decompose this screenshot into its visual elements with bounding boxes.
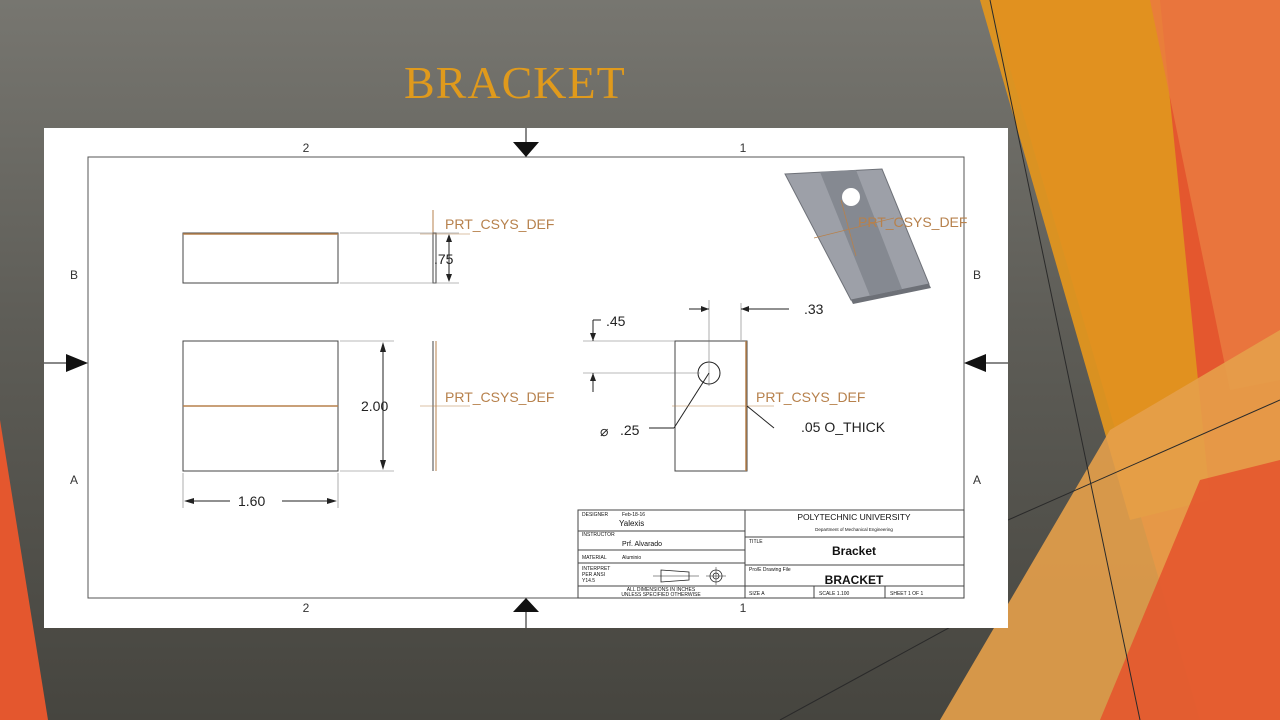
right-gold-shape — [980, 0, 1210, 520]
dim-arrow — [184, 498, 194, 504]
zone-label-top-2: 2 — [303, 141, 310, 155]
left-orange-shape — [0, 420, 48, 720]
title-value: Bracket — [832, 544, 876, 558]
title-label: TITLE — [749, 539, 763, 545]
right-light-orange-shape — [1150, 0, 1280, 390]
iso-view: PRT_CSYS_DEF — [784, 168, 967, 304]
dim-arrow — [590, 373, 596, 381]
interpret-line3: Y14.5 — [582, 578, 595, 584]
zone-label-left-b: B — [70, 268, 78, 282]
slide-title: BRACKET — [404, 57, 626, 108]
dim-hole-offset-right: .33 — [804, 301, 824, 317]
zone-label-right-a: A — [973, 473, 981, 487]
csys-label-iso: PRT_CSYS_DEF — [858, 214, 967, 230]
instructor-name: Prf. Alvarado — [622, 541, 662, 548]
zone-label-top-1: 1 — [740, 141, 747, 155]
dim-hole-diameter: .25 — [620, 422, 640, 438]
engineering-drawing: 2 1 2 1 B A B A .75 PRT_CSYS_DEF 2.00 1.… — [44, 128, 1008, 628]
csys-label-right: PRT_CSYS_DEF — [756, 389, 865, 405]
designer-date: Feb-18-16 — [622, 512, 645, 518]
department-name: Department of Mechanical Engineering — [815, 527, 893, 532]
interpret-line1: INTERPRET — [582, 566, 610, 572]
csys-axis — [813, 217, 895, 239]
center-mark-top — [513, 142, 539, 157]
deco-line — [1007, 399, 1280, 521]
designer-label: DESIGNER — [582, 512, 609, 518]
dim-arrow — [590, 333, 596, 341]
size-value: SIZE A — [749, 591, 765, 597]
dim-arrow — [446, 274, 452, 282]
all-dims-line2: UNLESS SPECIFIED OTHERWISE — [621, 592, 701, 598]
dim-width-label: 1.60 — [238, 493, 265, 509]
dim-hole-offset-top: .45 — [606, 313, 626, 329]
zone-label-right-b: B — [973, 268, 981, 282]
zone-label-bottom-2: 2 — [303, 601, 310, 615]
instructor-label: INSTRUCTOR — [582, 532, 615, 538]
interpret-line2: PER ANSI — [582, 572, 605, 578]
title-block-frame — [577, 509, 965, 599]
material-value: Aluminio — [622, 555, 641, 561]
center-mark-left — [66, 354, 88, 372]
dim-arrow — [446, 234, 452, 242]
deco-line — [989, 0, 1141, 720]
projection-symbol — [653, 567, 726, 585]
designer-name: Yalexis — [619, 519, 644, 528]
sheet-value: SHEET 1 OF 1 — [890, 591, 923, 597]
scale-value: SCALE 1.100 — [819, 591, 850, 597]
center-mark-right — [964, 354, 986, 372]
dim-arrow — [701, 306, 709, 312]
csys-label-top: PRT_CSYS_DEF — [445, 216, 554, 232]
zone-label-left-a: A — [70, 473, 78, 487]
all-dims-line1: ALL DIMENSIONS IN INCHES — [627, 587, 696, 593]
zone-label-bottom-1: 1 — [740, 601, 747, 615]
thick-note: .05 O_THICK — [801, 419, 886, 435]
csys-label-front: PRT_CSYS_DEF — [445, 389, 554, 405]
file-label: Pro/E Drawing File — [749, 567, 791, 573]
dim-height-label: 2.00 — [361, 398, 388, 414]
bottom-orange-shape — [1100, 460, 1280, 720]
dim-arrow — [741, 306, 749, 312]
dim-arrow — [380, 342, 386, 352]
file-value: BRACKET — [825, 573, 884, 587]
university-name: POLYTECHNIC UNIVERSITY — [797, 512, 911, 522]
dim-thickness-label: .75 — [434, 251, 454, 267]
leader-line — [673, 372, 710, 429]
center-mark-bottom — [513, 598, 539, 612]
top-view-outline — [182, 232, 339, 284]
csys-axis — [840, 199, 857, 257]
dim-arrow — [327, 498, 337, 504]
material-label: MATERIAL — [582, 555, 607, 561]
title-block: DESIGNER Feb-18-16 Yalexis INSTRUCTOR Pr… — [577, 509, 965, 599]
dim-hole-diameter-symbol: ⌀ — [600, 423, 608, 439]
iso-hole — [842, 188, 860, 206]
leader-line — [746, 405, 775, 429]
dim-arrow — [380, 460, 386, 470]
